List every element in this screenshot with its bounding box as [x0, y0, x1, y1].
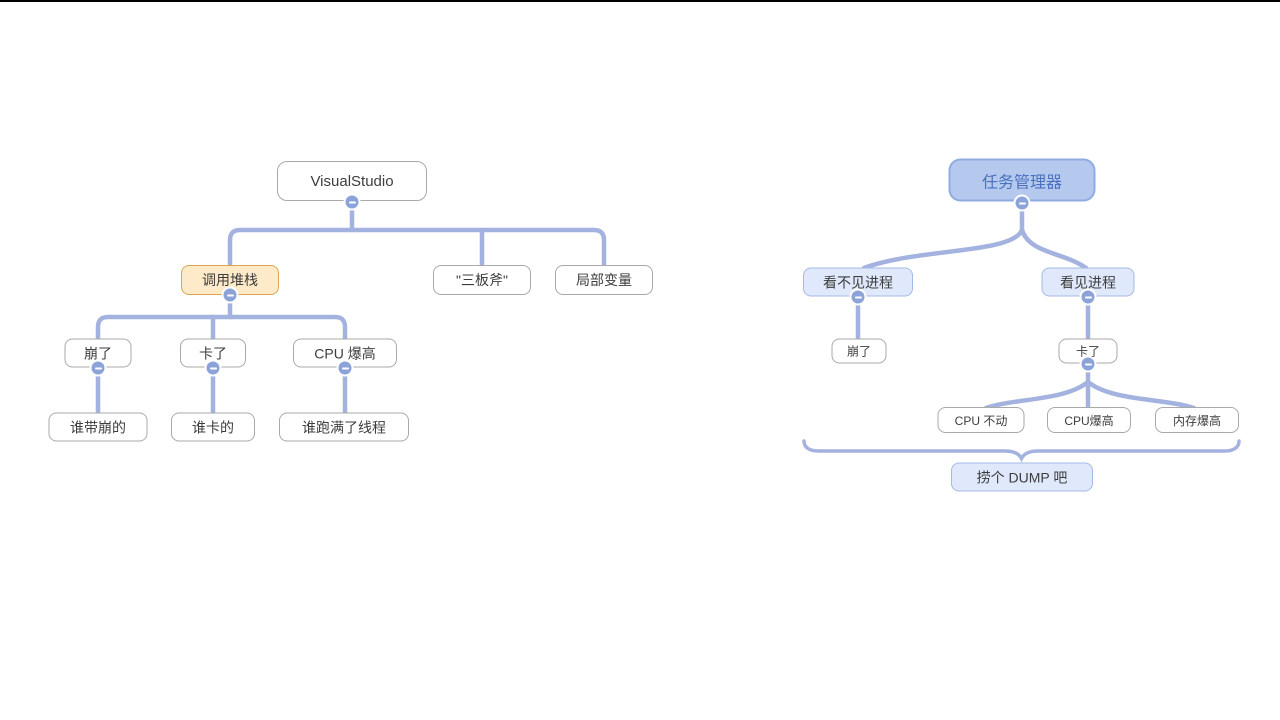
node-who-threads[interactable]: 谁跑满了线程 [279, 412, 409, 442]
node-cpu-high-right[interactable]: CPU爆高 [1047, 407, 1131, 433]
collapse-toggle-crashed-left[interactable] [89, 359, 107, 377]
node-invisible-process[interactable]: 看不见进程 [803, 267, 913, 297]
node-call-stack[interactable]: 调用堆栈 [181, 265, 279, 295]
collapse-toggle-stuck-right[interactable] [1079, 355, 1097, 373]
connector-taskmgr-invisible [861, 227, 1025, 271]
summary-brace [802, 439, 1241, 463]
top-border-line [0, 0, 1280, 2]
connector-vs-bus [227, 227, 607, 269]
connector-taskmgr-visible [1019, 227, 1089, 271]
collapse-toggle-visible-process[interactable] [1079, 288, 1097, 306]
collapse-toggle-stuck-left[interactable] [204, 359, 222, 377]
connector-callstack-bus [95, 314, 348, 343]
collapse-toggle-task-manager[interactable] [1013, 194, 1031, 212]
node-mem-high[interactable]: 内存爆高 [1155, 407, 1239, 433]
node-who-stuck[interactable]: 谁卡的 [171, 412, 255, 442]
node-crashed-left[interactable]: 崩了 [64, 338, 132, 368]
node-local-vars[interactable]: 局部变量 [555, 265, 653, 295]
node-dump-summary[interactable]: 捞个 DUMP 吧 [951, 462, 1093, 492]
node-who-crashed[interactable]: 谁带崩的 [48, 412, 148, 442]
collapse-toggle-call-stack[interactable] [221, 286, 239, 304]
connector-stuckr-memhigh [1085, 379, 1197, 411]
node-crashed-right[interactable]: 崩了 [831, 338, 887, 364]
collapse-toggle-cpu-high-left[interactable] [336, 359, 354, 377]
node-cpu-idle[interactable]: CPU 不动 [937, 407, 1025, 433]
connector-stuckr-cpuidle [983, 379, 1091, 411]
node-stuck-right[interactable]: 卡了 [1058, 338, 1118, 364]
collapse-toggle-visualstudio[interactable] [343, 193, 361, 211]
node-three-axes[interactable]: "三板斧" [433, 265, 531, 295]
collapse-toggle-invisible-process[interactable] [849, 288, 867, 306]
